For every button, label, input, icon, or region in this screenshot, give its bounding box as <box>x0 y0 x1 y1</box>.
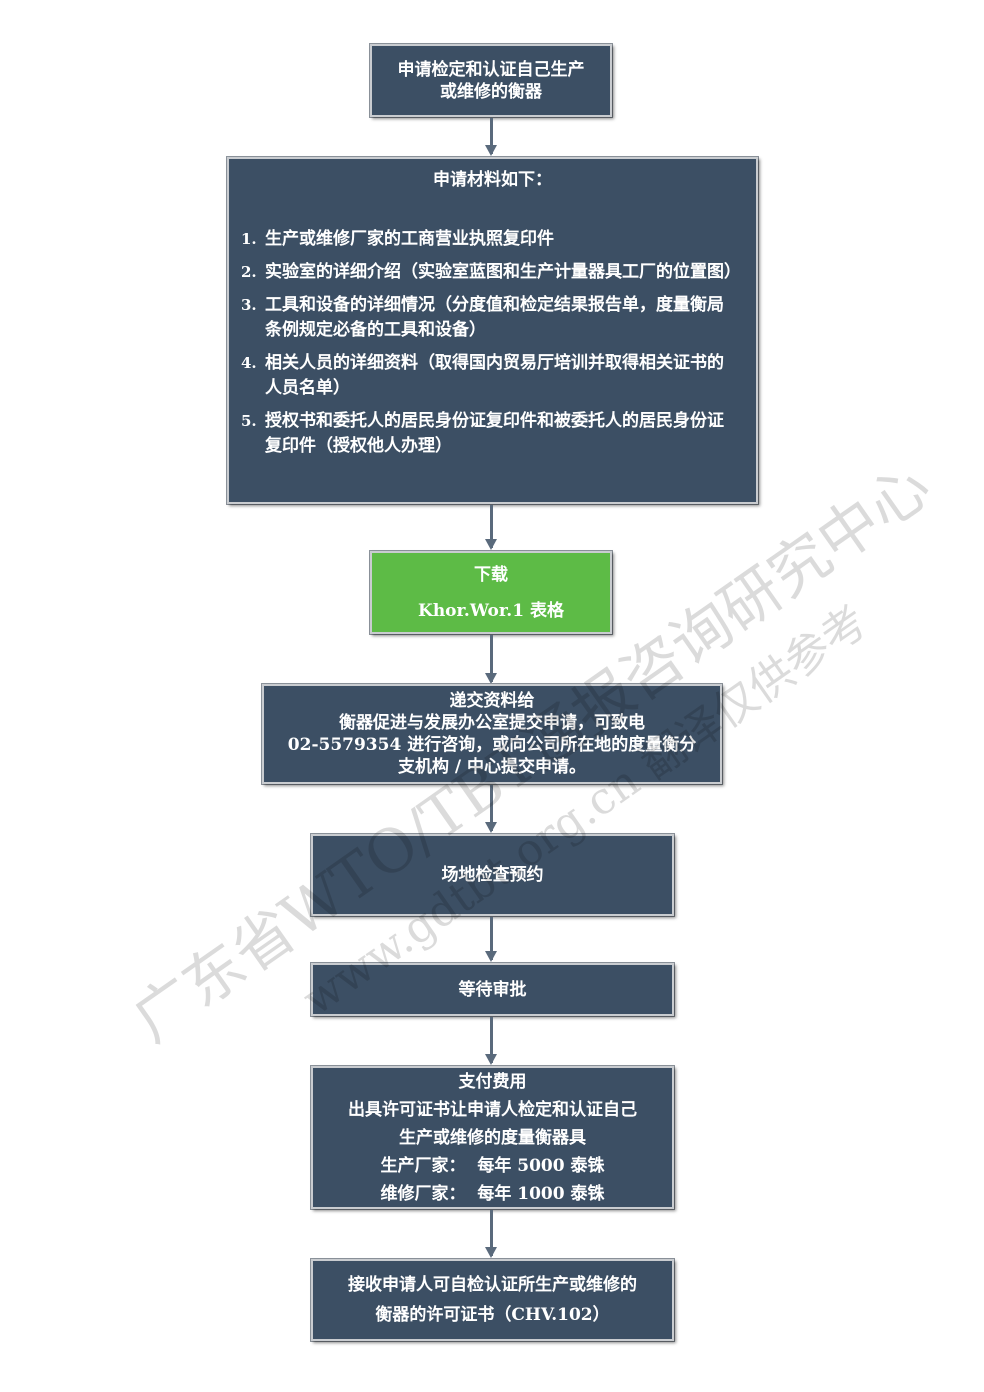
watermark-line2: www.gdtbt.org.cn 翻译仅供参考 <box>293 595 877 1026</box>
step-materials-box: 申请材料如下： 1. 生产或维修厂家的工商营业执照复印件 2. 实验室的详细介绍… <box>227 157 758 504</box>
materials-item-text: 工具和设备的详细情况（分度值和检定结果报告单，度量衡局条例规定必备的工具和设备） <box>265 295 724 340</box>
payment-title: 支付费用 <box>458 1071 527 1092</box>
materials-item-text: 授权书和委托人的居民身份证复印件和被委托人的居民身份证复印件（授权他人办理） <box>265 411 724 456</box>
step-download-box[interactable]: 下载 Khor.Wor.1 表格 <box>370 551 612 634</box>
arrow-5 <box>485 917 497 962</box>
arrow-7 <box>485 1210 497 1258</box>
arrow-3 <box>485 635 497 684</box>
receive-line2: 衡器的许可证书（CHV.102） <box>375 1305 610 1325</box>
materials-item-text: 实验室的详细介绍（实验室蓝图和生产计量器具工厂的位置图） <box>265 262 741 282</box>
materials-item: 3. 工具和设备的详细情况（分度值和检定结果报告单，度量衡局条例规定必备的工具和… <box>229 293 756 343</box>
payment-line2: 出具许可证书让申请人检定和认证自己 <box>348 1099 637 1120</box>
step-receive-box: 接收申请人可自检认证所生产或维修的 衡器的许可证书（CHV.102） <box>311 1259 674 1341</box>
materials-item-number: 4. <box>241 354 257 372</box>
materials-item-number: 1. <box>241 230 257 248</box>
materials-item-number: 3. <box>241 296 257 314</box>
materials-item: 4. 相关人员的详细资料（取得国内贸易厅培训并取得相关证书的人员名单） <box>229 351 756 401</box>
payment-manufacturer-fee: 生产厂家： 每年 5000 泰铢 <box>380 1155 605 1176</box>
payment-repairer-fee: 维修厂家： 每年 1000 泰铢 <box>380 1183 605 1204</box>
step-payment-box: 支付费用 出具许可证书让申请人检定和认证自己 生产或维修的度量衡器具 生产厂家：… <box>311 1066 674 1209</box>
inspection-label: 场地检查预约 <box>441 865 544 885</box>
step-apply-line2: 或维修的衡器 <box>440 81 542 102</box>
materials-title: 申请材料如下： <box>433 170 552 190</box>
materials-item-text: 生产或维修厂家的工商营业执照复印件 <box>265 229 554 249</box>
materials-item: 5. 授权书和委托人的居民身份证复印件和被委托人的居民身份证复印件（授权他人办理… <box>229 409 756 459</box>
receive-line1: 接收申请人可自检认证所生产或维修的 <box>348 1275 637 1295</box>
step-apply-line1: 申请检定和认证自己生产 <box>397 59 585 80</box>
step-apply-box: 申请检定和认证自己生产 或维修的衡器 <box>370 44 612 117</box>
submit-line3: 02-5579354 进行咨询，或向公司所在地的度量衡分 <box>287 735 697 755</box>
submit-line1: 递交资料给 <box>449 691 535 711</box>
step-approval-box: 等待审批 <box>311 963 674 1016</box>
download-label: 下载 <box>474 564 508 585</box>
approval-label: 等待审批 <box>458 979 527 1000</box>
submit-line2: 衡器促进与发展办公室提交申请，可致电 <box>339 713 645 733</box>
materials-item: 2. 实验室的详细介绍（实验室蓝图和生产计量器具工厂的位置图） <box>229 260 756 285</box>
materials-item-number: 2. <box>241 263 257 281</box>
arrow-6 <box>485 1017 497 1065</box>
materials-item: 1. 生产或维修厂家的工商营业执照复印件 <box>229 227 756 252</box>
download-form-name: Khor.Wor.1 表格 <box>418 600 564 621</box>
materials-list: 1. 生产或维修厂家的工商营业执照复印件 2. 实验室的详细介绍（实验室蓝图和生… <box>229 227 756 467</box>
payment-line3: 生产或维修的度量衡器具 <box>399 1127 586 1148</box>
materials-item-text: 相关人员的详细资料（取得国内贸易厅培训并取得相关证书的人员名单） <box>265 353 724 398</box>
step-submit-box: 递交资料给 衡器促进与发展办公室提交申请，可致电 02-5579354 进行咨询… <box>262 684 722 784</box>
submit-line4: 支机构 / 中心提交申请。 <box>397 757 587 777</box>
step-inspection-box: 场地检查预约 <box>311 834 674 916</box>
materials-item-number: 5. <box>241 412 257 430</box>
arrow-4 <box>485 785 497 833</box>
arrow-1 <box>485 118 497 156</box>
arrow-2 <box>485 505 497 550</box>
